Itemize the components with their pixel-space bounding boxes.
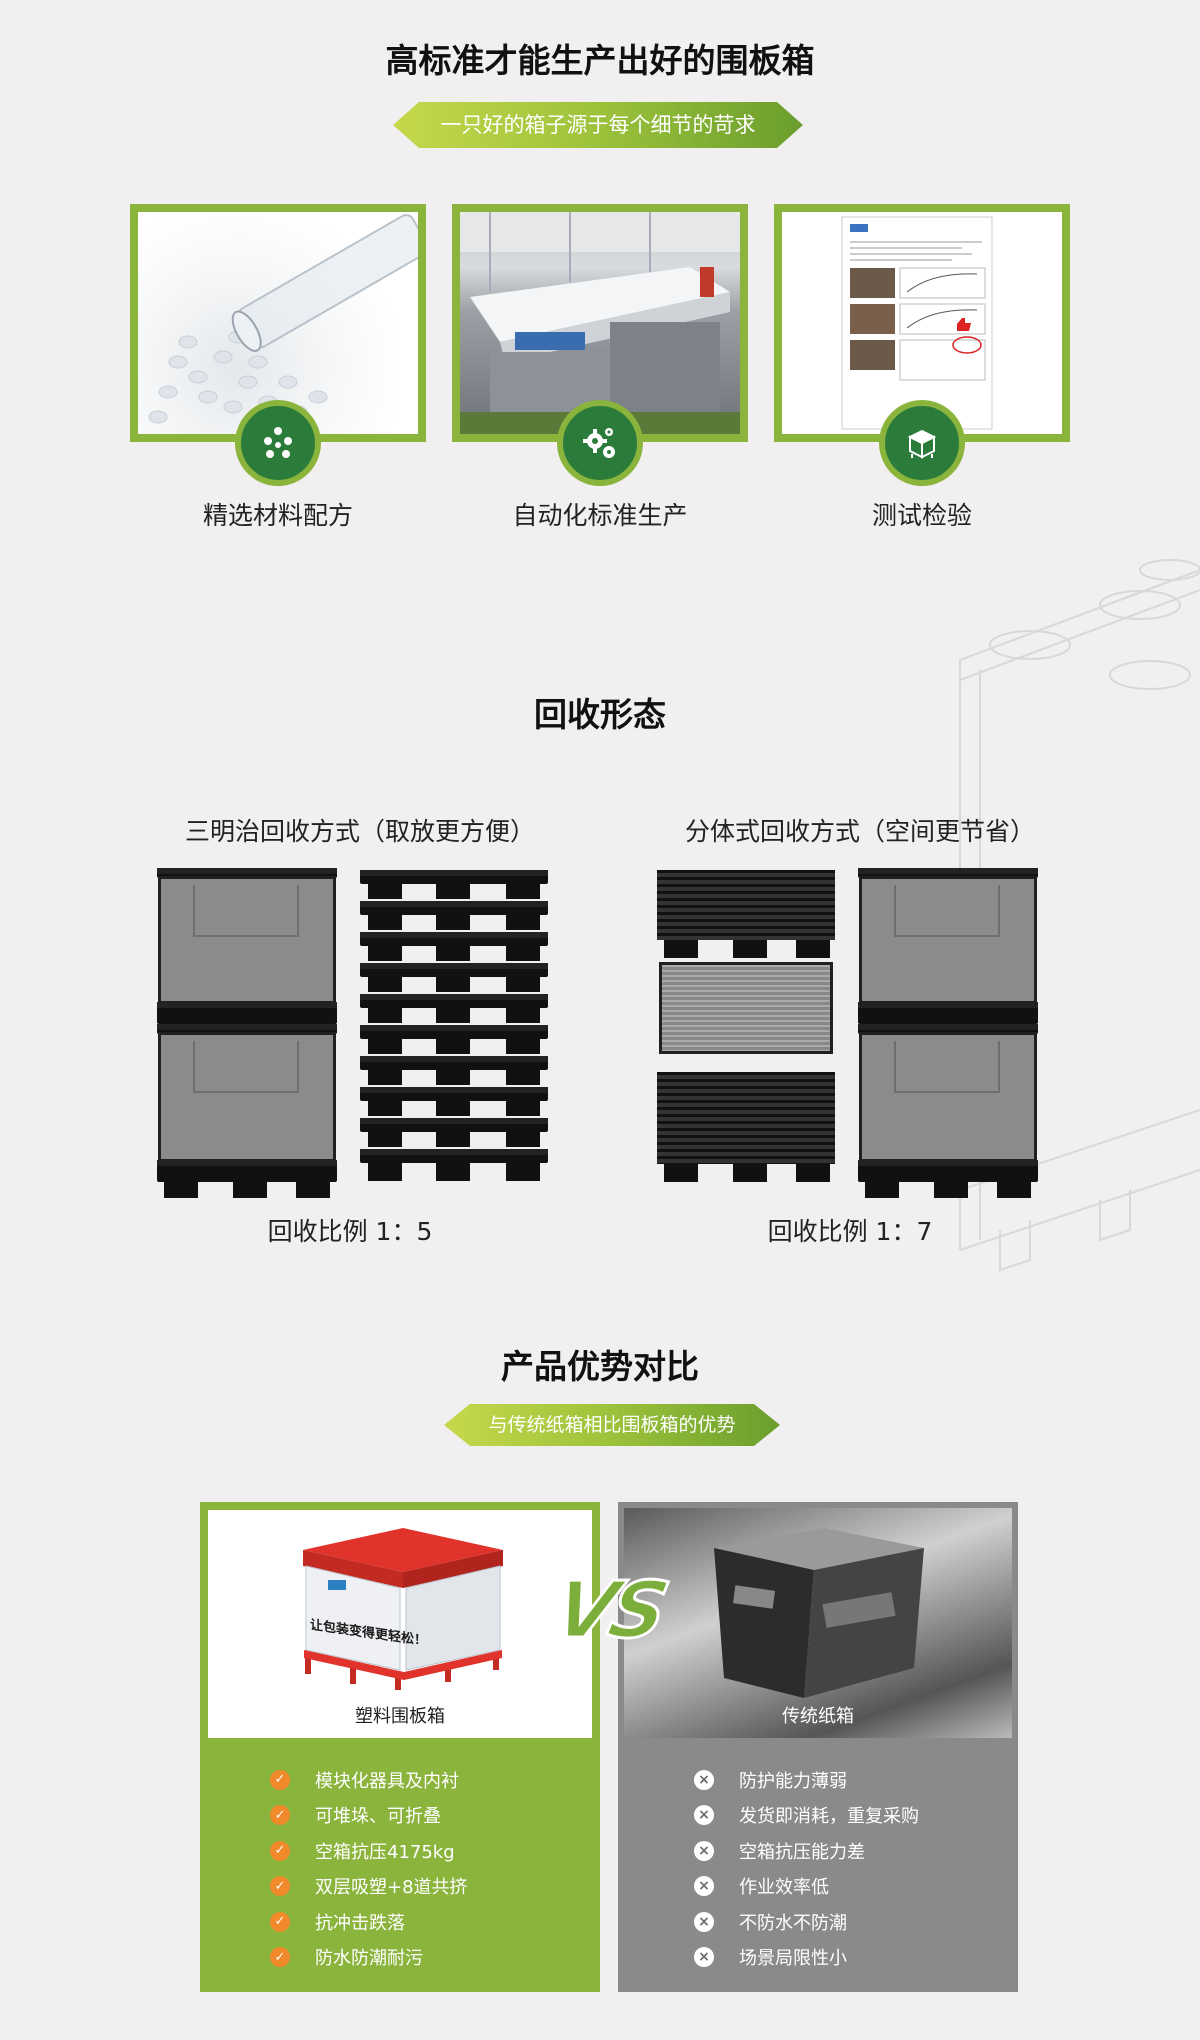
test-report-photo bbox=[782, 212, 1062, 434]
pallet-foot bbox=[506, 1101, 540, 1116]
list-item: ×发货即消耗，重复采购 bbox=[694, 1798, 919, 1834]
pallet-foot bbox=[368, 1132, 402, 1147]
section-title-recycle: 回收形态 bbox=[534, 695, 666, 734]
factory-photo bbox=[460, 212, 740, 434]
carton-box-column: 传统纸箱 ×防护能力薄弱 ×发货即消耗，重复采购 ×空箱抗压能力差 ×作业效率低… bbox=[618, 1502, 1018, 1992]
pallet-slab bbox=[360, 1056, 548, 1070]
cross-icon: × bbox=[694, 1911, 714, 1932]
pallet-foot bbox=[368, 1163, 402, 1181]
pallet-foot bbox=[506, 884, 540, 899]
mode-label-split: 分体式回收方式（空间更节省） bbox=[684, 817, 1035, 846]
card-testing bbox=[774, 204, 1070, 442]
cross-icon: × bbox=[694, 1947, 714, 1968]
list-item: ×场景局限性小 bbox=[694, 1940, 919, 1976]
check-icon: ✓ bbox=[270, 1911, 290, 1932]
pallet-foot bbox=[436, 1070, 470, 1085]
list-item: ✓可堆垛、可折叠 bbox=[270, 1798, 468, 1834]
gears-icon bbox=[557, 400, 643, 486]
plastic-box-caption: 塑料围板箱 bbox=[355, 1706, 445, 1727]
ratio-label-split: 回收比例 1：7 bbox=[767, 1217, 933, 1246]
pallet-slab bbox=[360, 1118, 548, 1132]
pallet-foot bbox=[506, 977, 540, 992]
card-label-materials: 精选材料配方 bbox=[202, 501, 353, 530]
list-item: ✓抗冲击跌落 bbox=[270, 1904, 468, 1940]
section-title-quality: 高标准才能生产出好的围板箱 bbox=[385, 41, 815, 80]
granules-icon bbox=[235, 400, 321, 486]
list-item: ✓模块化器具及内衬 bbox=[270, 1762, 468, 1798]
pallet-foot bbox=[506, 1039, 540, 1054]
pallet-slab bbox=[360, 963, 548, 977]
check-icon: ✓ bbox=[270, 1769, 290, 1790]
pallet-foot bbox=[436, 977, 470, 992]
pallet-slab bbox=[360, 870, 548, 884]
section-title-compare: 产品优势对比 bbox=[501, 1347, 699, 1386]
carton-disadvantages-list: ×防护能力薄弱 ×发货即消耗，重复采购 ×空箱抗压能力差 ×作业效率低 ×不防水… bbox=[694, 1762, 919, 1975]
pallet-slab bbox=[360, 1149, 548, 1163]
check-icon: ✓ bbox=[270, 1876, 290, 1897]
carton-box-caption: 传统纸箱 bbox=[782, 1706, 854, 1727]
list-item: ✓双层吸塑+8道共挤 bbox=[270, 1869, 468, 1905]
ratio-label-sandwich: 回收比例 1：5 bbox=[267, 1217, 433, 1246]
plastic-box-column: 让包装变得更轻松！ 塑料围板箱 ✓模块化器具及内衬 ✓可堆垛、可折叠 ✓空箱抗压… bbox=[200, 1502, 600, 1992]
plastic-box-image bbox=[303, 1528, 503, 1690]
pallet-slab bbox=[360, 1087, 548, 1101]
pallet-foot bbox=[368, 977, 402, 992]
list-item: ×防护能力薄弱 bbox=[694, 1762, 919, 1798]
list-item: ×不防水不防潮 bbox=[694, 1904, 919, 1940]
pallet-foot bbox=[506, 1070, 540, 1085]
plastic-advantages-list: ✓模块化器具及内衬 ✓可堆垛、可折叠 ✓空箱抗压4175kg ✓双层吸塑+8道共… bbox=[270, 1762, 468, 1975]
pallet-foot bbox=[506, 946, 540, 961]
pallet-foot bbox=[506, 1008, 540, 1023]
pallet-slab bbox=[360, 994, 548, 1008]
pallet-foot bbox=[368, 884, 402, 899]
pallet-foot bbox=[436, 1101, 470, 1116]
pallet-foot bbox=[436, 884, 470, 899]
card-label-production: 自动化标准生产 bbox=[512, 501, 688, 530]
cross-icon: × bbox=[694, 1805, 714, 1826]
compare-subtitle-ribbon: 与传统纸箱相比围板箱的优势 bbox=[444, 1404, 780, 1446]
list-item: ×空箱抗压能力差 bbox=[694, 1833, 919, 1869]
pallet-foot bbox=[368, 1039, 402, 1054]
cross-icon: × bbox=[694, 1876, 714, 1897]
list-item: ×作业效率低 bbox=[694, 1869, 919, 1905]
pallet-foot bbox=[368, 915, 402, 930]
check-icon: ✓ bbox=[270, 1947, 290, 1968]
pallet-foot bbox=[506, 915, 540, 930]
pallet-slab bbox=[360, 1025, 548, 1039]
pallet-slab bbox=[360, 901, 548, 915]
pallet-foot bbox=[368, 1070, 402, 1085]
pallet-foot bbox=[436, 1132, 470, 1147]
vs-mark: VS bbox=[545, 1565, 672, 1658]
cross-icon: × bbox=[694, 1769, 714, 1790]
carton-box-photo: 传统纸箱 bbox=[624, 1508, 1012, 1738]
pallet-foot bbox=[436, 946, 470, 961]
check-icon: ✓ bbox=[270, 1840, 290, 1861]
plastic-box-photo: 让包装变得更轻松！ 塑料围板箱 bbox=[208, 1510, 592, 1738]
pallet-foot bbox=[436, 1163, 470, 1181]
carton-box-image bbox=[714, 1528, 924, 1698]
cross-icon: × bbox=[694, 1840, 714, 1861]
pallet-foot bbox=[506, 1132, 540, 1147]
list-item: ✓空箱抗压4175kg bbox=[270, 1833, 468, 1869]
pallet-foot bbox=[506, 1163, 540, 1181]
mode-label-sandwich: 三明治回收方式（取放更方便） bbox=[184, 817, 535, 846]
box-icon bbox=[879, 400, 965, 486]
granules-photo bbox=[138, 212, 418, 434]
pallet-foot bbox=[436, 1008, 470, 1023]
pallet-foot bbox=[436, 1039, 470, 1054]
pallet-slab bbox=[360, 932, 548, 946]
pallet-foot bbox=[368, 1008, 402, 1023]
check-icon: ✓ bbox=[270, 1805, 290, 1826]
card-label-testing: 测试检验 bbox=[871, 501, 972, 530]
pallet-foot bbox=[368, 946, 402, 961]
card-production bbox=[452, 204, 748, 442]
pallet-foot bbox=[436, 915, 470, 930]
subtitle-ribbon: 一只好的箱子源于每个细节的苛求 bbox=[393, 102, 803, 148]
pallet-foot bbox=[368, 1101, 402, 1116]
list-item: ✓防水防潮耐污 bbox=[270, 1940, 468, 1976]
